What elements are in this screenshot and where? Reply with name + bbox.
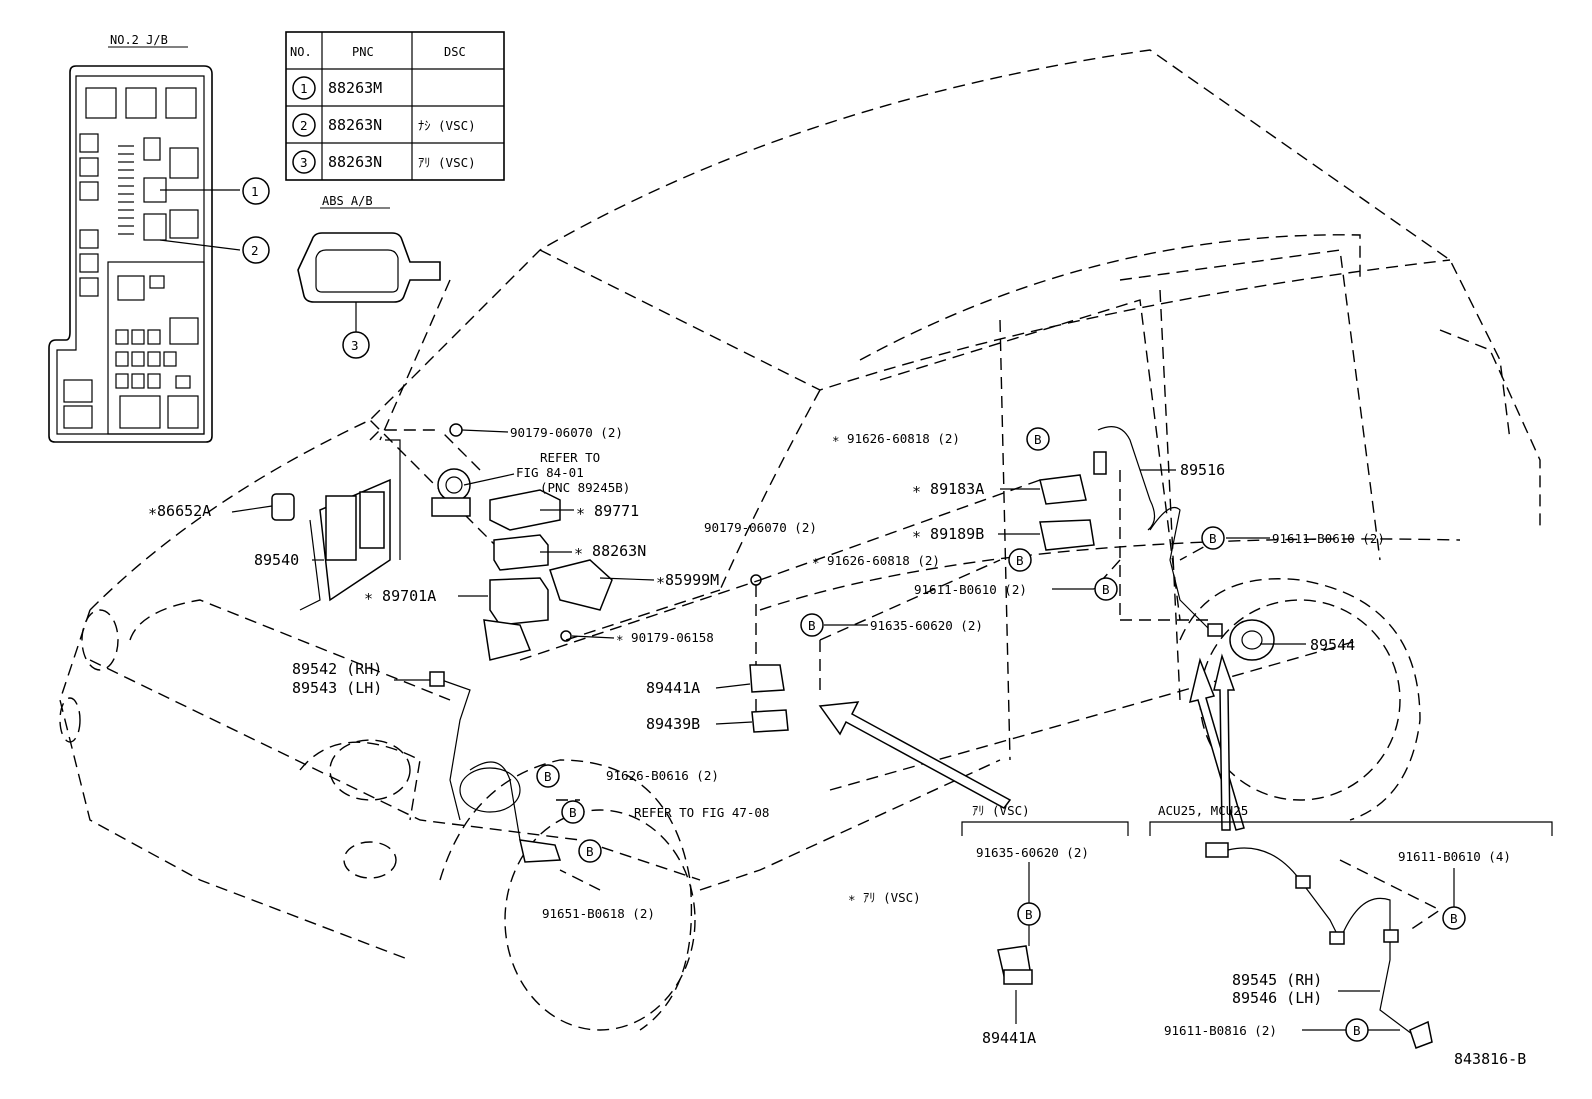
abs-actuator-block: ABS A/B 3 xyxy=(297,194,441,359)
svg-text:B: B xyxy=(544,769,552,784)
callout-1: 1 xyxy=(251,184,259,199)
svg-text:B: B xyxy=(1209,531,1217,546)
bolt-markers: B B B B B B B B B B B xyxy=(536,427,1466,1042)
label-89771: ∗ 89771 xyxy=(576,502,639,520)
label-89439b: 89439B xyxy=(646,715,700,733)
inset-vsc-title: ｱﾘ (VSC) xyxy=(972,803,1030,818)
label-89546: 89546 (LH) xyxy=(1232,989,1322,1007)
label-89545: 89545 (RH) xyxy=(1232,971,1322,989)
table-row-2-dsc: ﾅｼ (VSC) xyxy=(418,118,476,133)
abs-title: ABS A/B xyxy=(322,194,373,208)
label-91651-b0618: 91651-B0618 (2) xyxy=(542,906,655,921)
inset-acu: ACU25, MCU25 xyxy=(1149,803,1553,1049)
arrows xyxy=(818,653,1245,831)
bolt-marker: B xyxy=(1094,577,1118,601)
jb-title: NO.2 J/B xyxy=(110,33,168,47)
label-refer-84: REFER TO xyxy=(540,450,600,465)
label-91611-b0816: 91611-B0816 (2) xyxy=(1164,1023,1277,1038)
label-91626-b0616: 91626-B0616 (2) xyxy=(606,768,719,783)
table-header-dsc: DSC xyxy=(444,45,466,59)
inset-vsc: ｱﾘ (VSC) xyxy=(961,803,1129,1024)
bolt-marker: B xyxy=(1201,526,1225,550)
table-row-3-dsc: ｱﾘ (VSC) xyxy=(418,155,476,170)
label-89701a: ∗ 89701A xyxy=(364,587,436,605)
label-88263n: ∗ 88263N xyxy=(574,542,646,560)
svg-text:B: B xyxy=(1102,582,1110,597)
label-91626-60818-a: ∗ 91626-60818 (2) xyxy=(832,431,960,446)
table-header-pnc: PNC xyxy=(352,45,374,59)
svg-text:B: B xyxy=(1016,553,1024,568)
label-89516: 89516 xyxy=(1180,461,1225,479)
label-91626-60818-b: ∗ 91626-60818 (2) xyxy=(812,553,940,568)
label-91635-60620-b: 91635-60620 (2) xyxy=(976,845,1089,860)
label-89189b: ∗ 89189B xyxy=(912,525,984,543)
junction-block-2: NO.2 J/B xyxy=(48,33,270,443)
bolt-marker: B xyxy=(536,764,560,788)
rear-parts xyxy=(1039,426,1275,661)
label-89540: 89540 xyxy=(254,551,299,569)
label-89441a-inset: 89441A xyxy=(982,1029,1036,1047)
engine-bay-parts xyxy=(271,423,613,863)
svg-text:B: B xyxy=(569,805,577,820)
bolt-marker: B xyxy=(800,613,824,637)
bolt-marker: B xyxy=(1008,548,1032,572)
vehicle-outline xyxy=(59,49,1541,1031)
table-row-3-no: 3 xyxy=(300,155,308,170)
svg-text:B: B xyxy=(1025,907,1033,922)
table-row-2-pnc: 88263N xyxy=(328,116,382,134)
label-89542: 89542 (RH) xyxy=(292,660,382,678)
leader-lines xyxy=(231,429,1306,725)
bolt-marker: B xyxy=(1442,906,1466,930)
bolt-marker: B xyxy=(1345,1018,1369,1042)
label-89544: 89544 xyxy=(1310,636,1355,654)
table-row-1-no: 1 xyxy=(300,81,308,96)
svg-text:B: B xyxy=(1353,1023,1361,1038)
label-91611-b0610-c: 91611-B0610 (4) xyxy=(1398,849,1511,864)
label-91611-b0610-a: 91611-B0610 (2) xyxy=(914,582,1027,597)
label-85999m: ∗85999M xyxy=(656,571,719,589)
callout-2: 2 xyxy=(251,243,259,258)
svg-text:B: B xyxy=(1450,911,1458,926)
label-86652a: ∗86652A xyxy=(148,502,211,520)
label-refer-47: REFER TO FIG 47-08 xyxy=(634,805,769,820)
part-labels: 90179-06070 (2) REFER TO FIG 84-01 (PNC … xyxy=(148,425,1526,1068)
svg-text:B: B xyxy=(808,618,816,633)
label-89441a: 89441A xyxy=(646,679,700,697)
bolt-marker: B xyxy=(1026,427,1050,451)
label-note-vsc: ∗ ｱﾘ (VSC) xyxy=(848,890,921,905)
svg-text:B: B xyxy=(586,844,594,859)
svg-text:B: B xyxy=(1034,432,1042,447)
center-parts xyxy=(749,574,789,733)
inset-acu-title: ACU25, MCU25 xyxy=(1158,803,1248,818)
label-refer-84c: (PNC 89245B) xyxy=(540,480,630,495)
label-90179-06158: ∗ 90179-06158 xyxy=(616,630,714,645)
bolt-marker: B xyxy=(578,839,602,863)
bolt-marker: B xyxy=(561,800,585,824)
table-row-1-pnc: 88263M xyxy=(328,79,382,97)
label-89183a: ∗ 89183A xyxy=(912,480,984,498)
callout-3: 3 xyxy=(351,338,359,353)
table-row-2-no: 2 xyxy=(300,118,308,133)
bolt-marker: B xyxy=(1017,902,1041,926)
figure-id: 843816-B xyxy=(1454,1050,1526,1068)
label-refer-84b: FIG 84-01 xyxy=(516,465,584,480)
table-header-no: NO. xyxy=(290,45,312,59)
table-row-3-pnc: 88263N xyxy=(328,153,382,171)
label-89543: 89543 (LH) xyxy=(292,679,382,697)
dashed-leaders xyxy=(439,429,1221,891)
label-91611-b0610-b: 91611-B0610 (2) xyxy=(1272,531,1385,546)
label-90179-06070-a: 90179-06070 (2) xyxy=(510,425,623,440)
pnc-table: NO. PNC DSC 1 88263M 2 88263N ﾅｼ (VSC) 3… xyxy=(285,31,505,181)
label-91635-60620-a: 91635-60620 (2) xyxy=(870,618,983,633)
label-90179-06070-b: 90179-06070 (2) xyxy=(704,520,817,535)
